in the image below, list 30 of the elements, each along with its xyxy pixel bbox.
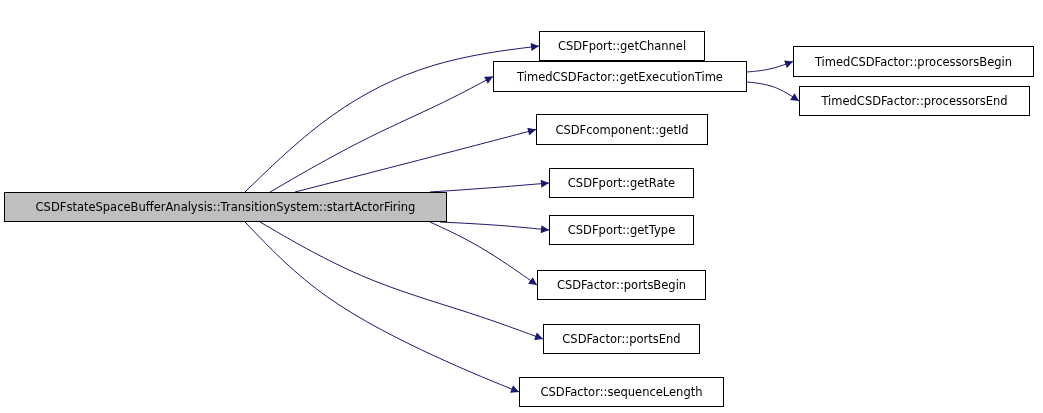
function-name: CSDFcomponent::getId: [555, 122, 689, 137]
function-name: TimedCSDFactor::getExecutionTime: [517, 69, 723, 84]
arrow: [429, 221, 538, 286]
arrow: [746, 81, 800, 102]
function-box: [549, 215, 694, 245]
function-name: CSDFactor::sequenceLength: [540, 385, 703, 399]
function-box: [549, 168, 694, 198]
arrow: [746, 60, 794, 73]
function-box: [537, 270, 706, 300]
function-name: TimedCSDFactor::processorsEnd: [821, 94, 1008, 108]
arrow: [269, 76, 494, 193]
function-name: CSDFactor::portsEnd: [562, 332, 681, 346]
function-box: [4, 192, 447, 222]
function-box: [543, 324, 700, 354]
function-name: CSDFstateSpaceBufferAnalysis::TransitionSystem::startActorFiring: [35, 200, 416, 214]
arrow: [259, 221, 544, 340]
arrow: [244, 43, 540, 193]
function-box: [493, 61, 747, 92]
function-box: [539, 31, 705, 61]
function-box: [519, 377, 724, 407]
function-name: CSDFport::getChannel: [557, 39, 687, 53]
function-name: CSDFactor::portsBegin: [556, 278, 687, 292]
function-box: [799, 86, 1030, 116]
arrow: [244, 221, 520, 393]
function-name: CSDFport::getRate: [567, 176, 676, 190]
function-box: [793, 46, 1034, 77]
arrow: [294, 127, 537, 193]
function-name: TimedCSDFactor::processorsBegin: [814, 54, 1013, 69]
function-box: [536, 114, 708, 145]
function-name: CSDFport::getType: [567, 223, 676, 237]
